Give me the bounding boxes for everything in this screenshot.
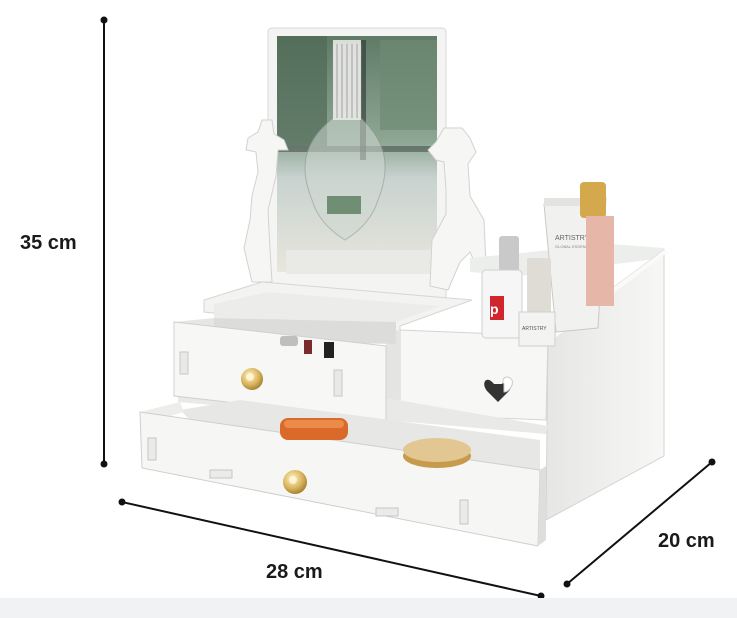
- bottom-drawer-items: [280, 418, 471, 468]
- cosmetics: ARTISTRY GLOBAL ESSENCE p ARTISTRY: [481, 182, 614, 347]
- svg-text:ARTISTRY: ARTISTRY: [555, 235, 590, 242]
- depth-dimension-line: [563, 458, 716, 588]
- top-drawer[interactable]: [173, 318, 396, 421]
- mirror: [267, 27, 447, 301]
- top-shelf: [203, 281, 473, 333]
- width-dimension-line: [118, 498, 545, 598]
- width-label: 28 cm: [266, 561, 323, 583]
- height-label: 35 cm: [20, 232, 77, 254]
- svg-text:p: p: [490, 301, 499, 317]
- deer-stand-right: [427, 127, 487, 291]
- svg-text:ARTISTRY: ARTISTRY: [522, 326, 547, 332]
- bottom-strip: [0, 598, 737, 618]
- svg-text:GLOBAL ESSENCE: GLOBAL ESSENCE: [555, 244, 591, 249]
- vanity-organizer-illustration: ARTISTRY GLOBAL ESSENCE p ARTISTRY: [100, 16, 716, 598]
- height-dimension-line: [100, 16, 108, 468]
- depth-label: 20 cm: [658, 530, 715, 552]
